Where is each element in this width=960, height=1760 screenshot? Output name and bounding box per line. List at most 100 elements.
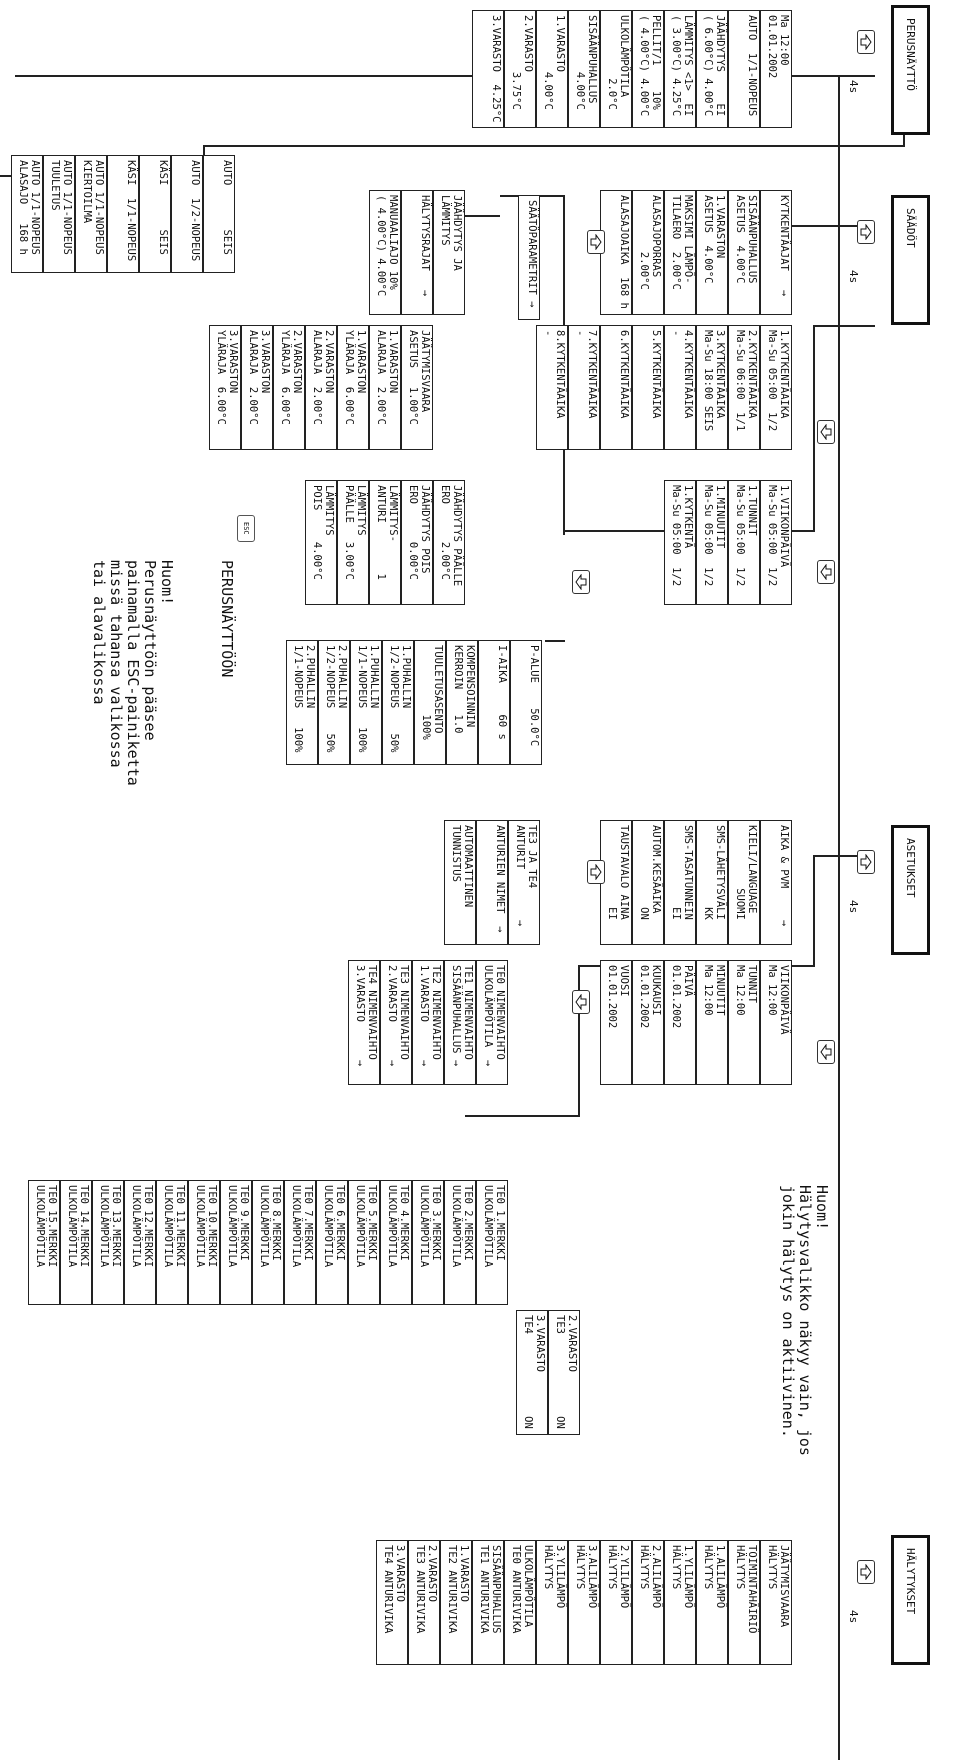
header-asetukset[interactable]: ASETUKSET (891, 825, 930, 955)
halytys-item: 2.YLILÄMPÖ HÄLYTYS (600, 1540, 632, 1665)
saato-item[interactable]: HÄLYTYSRAJAT → (401, 190, 433, 315)
key-down-button[interactable] (817, 420, 835, 444)
merkki-item: TE0 15.MERKKI ULKOLÄMPÖTILA (28, 1180, 60, 1305)
key-up-button[interactable] (587, 230, 605, 254)
merkki-item: TE0 11.MERKKI ULKOLÄMPÖTILA (156, 1180, 188, 1305)
aika-pvm-item: MINUUTIT Ma 12:00 (696, 960, 728, 1085)
anturit-item: AUTOMAATTINEN TUNNISTUS (444, 820, 476, 945)
mode-item: AUTO 1/1-NOPEUS ALASAJO 168 h (11, 155, 43, 273)
halytysraja-item: 2.VARASTON YLÄRAJA 6.00°C (273, 325, 305, 450)
kytkenta-edit-item: 1.VIIKONPÄIVÄ Ma-Su 05:00 1/2 (760, 480, 792, 605)
kytkenta-edit-item: 1.KYTKENTÄ Ma-Su 05:00 1/2 (664, 480, 696, 605)
key-up-button[interactable] (587, 860, 605, 884)
merkki-item: TE0 12.MERKKI ULKOLÄMPÖTILA (124, 1180, 156, 1305)
header-saadot[interactable]: SÄÄDÖT (891, 195, 930, 325)
te-varasto-item: 2.VARASTO TE3 ON (548, 1310, 580, 1435)
asetukset-item: SMS-TASATUNNEIN EI (664, 820, 696, 945)
mode-item: KÄSI SEIS (139, 155, 171, 273)
kytkenta-edit-item: 1.MINUUTIT Ma-Su 05:00 1/2 (696, 480, 728, 605)
merkki-item: TE0 10.MERKKI ULKOLÄMPÖTILA (188, 1180, 220, 1305)
aika-pvm-item: VUOSI 01.01.2002 (600, 960, 632, 1085)
kytkenta-item: 7.KYTKENTÄAIKA - (568, 325, 600, 450)
key-down-button[interactable] (572, 990, 590, 1014)
up-arrow-icon (860, 224, 872, 240)
key-up-button[interactable] (857, 30, 875, 54)
nimenvaihto-item[interactable]: TE1 NIMENVAIHTO SISÄÄNPUHALLUS → (444, 960, 476, 1085)
connector-line (838, 75, 840, 1760)
merkki-item: TE0 2.MERKKI ULKOLÄMPÖTILA (444, 1180, 476, 1305)
jaahdytys-item: LÄMMITYS- ANTURI 1 (369, 480, 401, 605)
halytysraja-item: 2.VARASTON ALARAJA 2.00°C (305, 325, 337, 450)
delay-label: 4s (847, 270, 860, 284)
halytys-item: 2.VARASTO TE3 ANTURIVIKA (408, 1540, 440, 1665)
header-perusnaytto[interactable]: PERUSNÄYTTÖ (891, 5, 930, 135)
mode-item: AUTO 1/2-NOPEUS (171, 155, 203, 273)
key-up-button[interactable] (857, 850, 875, 874)
kytkenta-item: 6.KYTKENTÄAIKA (600, 325, 632, 450)
up-arrow-icon (590, 234, 602, 250)
palue-item: 2.PUHALLIN 1/2-NOPEUS 50% (318, 640, 350, 765)
saato-item[interactable]: JÄÄHDYTYS JA LÄMMITYS (433, 190, 465, 315)
connector-line (465, 1115, 580, 1117)
to-perus-label: PERUSNÄYTTÖÖN (218, 560, 236, 678)
halytysraja-item: 1.VARASTON YLÄRAJA 6.00°C (337, 325, 369, 450)
halytysraja-item: 1.VARASTON ALARAJA 2.00°C (369, 325, 401, 450)
up-arrow-icon (590, 864, 602, 880)
palue-item: 1.PUHALLIN 1/1-NOPEUS 100% (350, 640, 382, 765)
palue-item: 1.PUHALLIN 1/2-NOPEUS 50% (382, 640, 414, 765)
nimenvaihto-item[interactable]: TE0 NIMENVAIHTO ULKOLÄMPÖTILA → (476, 960, 508, 1085)
palue-item: I-AIKA 60 s (478, 640, 510, 765)
anturit-item[interactable]: ANTURIEN NIMET → (476, 820, 508, 945)
connector-line (813, 325, 815, 530)
kytkenta-item: 3.KYTKENTÄAIKA Ma-Su 18:00 SEIS (696, 325, 728, 450)
halytys-item: 1.YLILÄMPÖ HÄLYTYS (664, 1540, 696, 1665)
connector-line (205, 145, 905, 147)
merkki-item: TE0 13.MERKKI ULKOLÄMPÖTILA (92, 1180, 124, 1305)
nimenvaihto-item[interactable]: TE4 NIMENVAIHTO 3.VARASTO → (348, 960, 380, 1085)
saadot-item[interactable]: KYTKENTÄAJAT → (760, 190, 792, 315)
perus-row: 2.VARASTO 3.75°C (504, 10, 536, 128)
asetukset-item: SMS-LÄHETYSVÄLI KK (696, 820, 728, 945)
saato-title[interactable]: SÄÄTÖPARAMETRIT → (518, 195, 540, 320)
nimenvaihto-item[interactable]: TE2 NIMENVAIHTO 1.VARASTO → (412, 960, 444, 1085)
nimenvaihto-item[interactable]: TE3 NIMENVAIHTO 2.VARASTO → (380, 960, 412, 1085)
perus-row: ULKOLÄMPÖTILA 2.0°C (600, 10, 632, 128)
key-down-button[interactable] (817, 560, 835, 584)
note-alarm: Huom! Hälytysvalikko näkyy vain, jos jok… (779, 1185, 831, 1456)
menu-structure-diagram: PERUSNÄYTTÖ SÄÄDÖT ASETUKSET HÄLYTYKSET … (0, 5, 930, 1760)
halytys-item: JÄÄTYMISVAARA HÄLYTYS (760, 1540, 792, 1665)
header-halytykset[interactable]: HÄLYTYKSET (891, 1535, 930, 1665)
halytysraja-item: 3.VARASTON YLÄRAJA 6.00°C (209, 325, 241, 450)
halytys-item: TOIMINTAHÄIRIÖ HÄLYTYS (728, 1540, 760, 1665)
halytysraja-item: JÄÄTYMISVAARA ASETUS 1.00°C (401, 325, 433, 450)
key-up-button[interactable] (857, 1560, 875, 1584)
saadot-item: ALASAJOPORRAS 2.00°C (632, 190, 664, 315)
halytys-item: 3.VARASTO TE4 ANTURIVIKA (376, 1540, 408, 1665)
asetukset-item: KIELI/LANGUAGE SUOMI (728, 820, 760, 945)
up-arrow-icon (860, 1564, 872, 1580)
mode-item: KÄSI 1/1-NOPEUS (107, 155, 139, 273)
perus-row: 3.VARASTO 4.25°C (472, 10, 504, 128)
jaahdytys-item: LÄMMITYS POIS 4.00°C (305, 480, 337, 605)
merkki-item: TE0 8.MERKKI ULKOLÄMPÖTILA (252, 1180, 284, 1305)
anturit-item[interactable]: TE3 JA TE4 ANTURIT → (508, 820, 540, 945)
kytkenta-item: 1.KYTKENTÄAIKA Ma-Su 05:00 1/2 (760, 325, 792, 450)
delay-label: 4s (847, 900, 860, 914)
mode-item: AUTO 1/1-NOPEUS TUULETUS (43, 155, 75, 273)
halytys-item: 1.VARASTO TE2 ANTURIVIKA (440, 1540, 472, 1665)
aika-pvm-item: PÄIVÄ 01.01.2002 (664, 960, 696, 1085)
halytys-item: 2.ALILÄMPÖ HÄLYTYS (632, 1540, 664, 1665)
palue-item: KOMPENSOINNIN KERROIN 1.0 (446, 640, 478, 765)
asetukset-item[interactable]: AIKA & PVM → (760, 820, 792, 945)
saadot-item: 1.VARASTON ASETUS 4.00°C (696, 190, 728, 315)
asetukset-item: AUTOM.KESÄAIKA ON (632, 820, 664, 945)
key-up-button[interactable] (857, 220, 875, 244)
key-down-button[interactable] (572, 570, 590, 594)
connector-line (815, 325, 875, 327)
aika-pvm-item: KUUKAUSI 01.01.2002 (632, 960, 664, 1085)
jaahdytys-item: LÄMMITYS PÄÄLLE 3.00°C (337, 480, 369, 605)
key-down-button[interactable] (817, 1040, 835, 1064)
kytkenta-item: 5.KYTKENTÄAIKA (632, 325, 664, 450)
kytkenta-item: 8.KYTKENTÄAIKA - (536, 325, 568, 450)
merkki-item: TE0 9.MERKKI ULKOLÄMPÖTILA (220, 1180, 252, 1305)
